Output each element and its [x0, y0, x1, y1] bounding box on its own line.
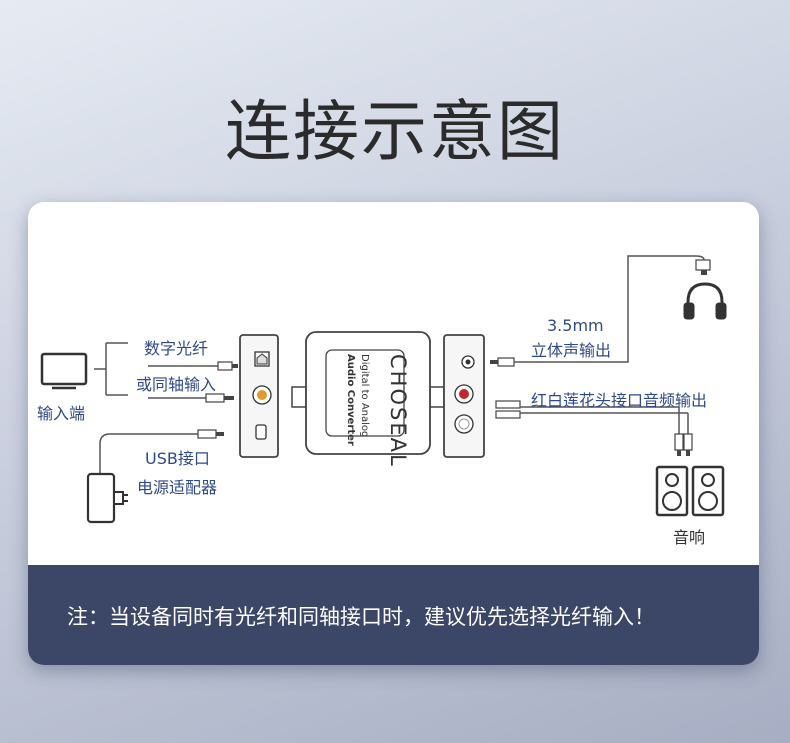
- output-panel: [443, 334, 485, 458]
- connection-diagram: CHOSEAL Digital to Analog Audio Converte…: [40, 255, 727, 524]
- usb-label: USB接口: [145, 449, 210, 468]
- optical-label: 数字光纤: [144, 339, 209, 358]
- tv-icon: [40, 352, 88, 390]
- diagram-card: CHOSEAL Digital to Analog Audio Converte…: [28, 202, 759, 665]
- device-brand: CHOSEAL: [386, 354, 410, 468]
- stereo-output-label: 立体声输出: [531, 341, 612, 360]
- headphones-icon: [683, 282, 727, 320]
- coaxial-label: 或同轴输入: [136, 375, 217, 394]
- page-title: 连接示意图: [225, 93, 565, 170]
- note-text: 注：当设备同时有光纤和同轴接口时，建议优先选择光纤输入！: [67, 605, 655, 629]
- optical-cable: [148, 361, 238, 371]
- usb-port-icon: [255, 424, 267, 440]
- coaxial-cable: [148, 393, 234, 403]
- input-end-label: 输入端: [37, 404, 86, 423]
- rca-cable: [495, 400, 693, 456]
- input-panel: [239, 334, 279, 458]
- device-line2: Audio Converter: [345, 354, 356, 446]
- tv-bracket: [94, 342, 128, 396]
- speaker-label: 音响: [673, 528, 706, 547]
- headphone-cable: [490, 255, 711, 367]
- rca-output-label: 红白莲花头接口音频输出: [531, 391, 708, 410]
- usb-cable: [99, 429, 224, 474]
- headphone-size-label: 3.5mm: [547, 316, 604, 335]
- speakers-icon: [655, 465, 725, 517]
- note-band: 注：当设备同时有光纤和同轴接口时，建议优先选择光纤输入！: [28, 565, 759, 665]
- converter-box: [291, 331, 445, 455]
- power-adapter-label: 电源适配器: [137, 478, 218, 497]
- device-line1: Digital to Analog: [359, 354, 370, 437]
- power-adapter-icon: [86, 472, 128, 524]
